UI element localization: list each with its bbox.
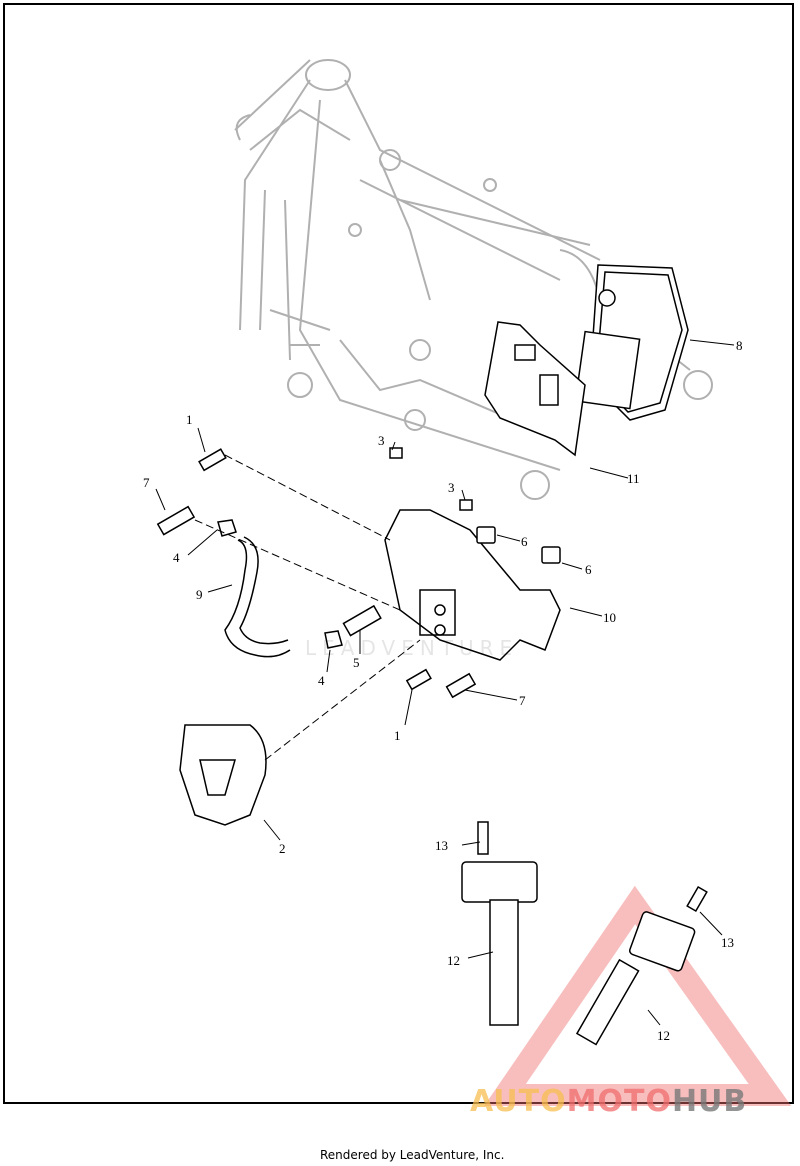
watermark-triangle	[484, 885, 792, 1106]
ignition-coils	[461, 861, 696, 1046]
callout-1: 1	[394, 728, 401, 743]
fasteners	[156, 447, 708, 913]
callout-12: 12	[657, 1028, 670, 1043]
callout-4: 4	[173, 550, 180, 565]
callout-3: 3	[378, 433, 385, 448]
callout-4: 4	[318, 673, 325, 688]
callout-11: 11	[627, 471, 640, 486]
callout-9: 9	[196, 587, 203, 602]
callout-2: 2	[279, 841, 286, 856]
clip-parts	[476, 526, 561, 564]
ecm-bracket	[484, 321, 586, 457]
leader-lines	[155, 339, 735, 1026]
callout-13: 13	[435, 838, 448, 853]
callout-3: 3	[448, 480, 455, 495]
callout-7: 7	[519, 693, 526, 708]
hose	[224, 536, 291, 658]
watermark-part: HUB	[671, 1084, 748, 1119]
watermark-logo: AUTOMOTOHUB	[470, 1084, 747, 1119]
ecm-module	[574, 264, 689, 421]
watermark-part: AUTO	[470, 1084, 567, 1119]
watermark-center: LEADVENTURE	[305, 636, 519, 660]
callout-6: 6	[521, 534, 528, 549]
footer-credit: Rendered by LeadVenture, Inc.	[320, 1148, 505, 1162]
callout-6: 6	[585, 562, 592, 577]
callout-10: 10	[603, 610, 616, 625]
cover	[179, 724, 267, 826]
callout-8: 8	[736, 338, 743, 353]
callout-1: 1	[186, 412, 193, 427]
mounting-plate	[384, 509, 561, 661]
callout-12: 12	[447, 953, 460, 968]
diagram-border	[3, 3, 794, 1104]
callout-5: 5	[353, 655, 360, 670]
callout-7: 7	[143, 475, 150, 490]
callout-13: 13	[721, 935, 734, 950]
motorcycle-frame	[234, 59, 713, 500]
watermark-part: MOTO	[566, 1084, 672, 1119]
